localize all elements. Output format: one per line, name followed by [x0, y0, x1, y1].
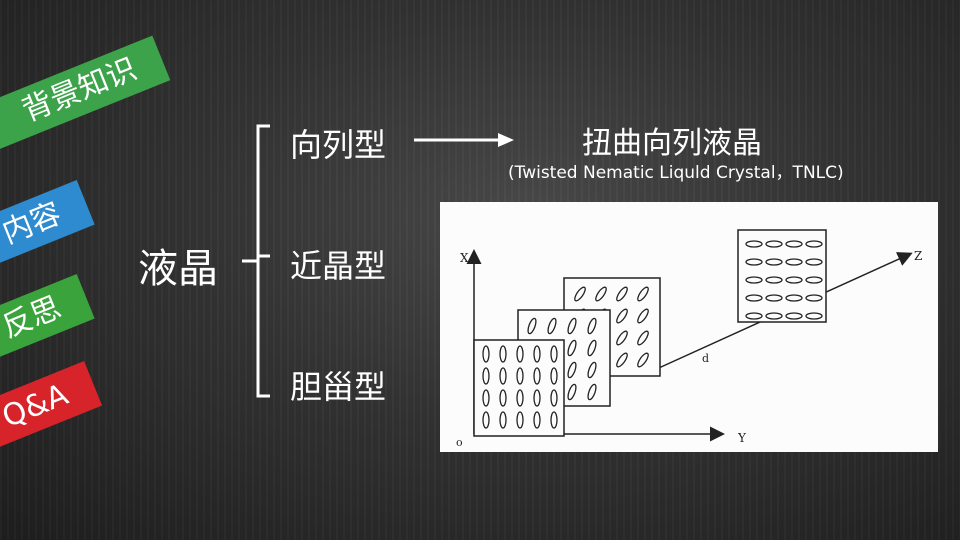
molecule-ellipse	[765, 312, 783, 320]
molecule-ellipse	[785, 294, 803, 302]
molecule-ellipse	[499, 367, 507, 385]
molecule-ellipse	[516, 367, 524, 385]
molecule-ellipse	[533, 345, 541, 363]
molecule-ellipse	[533, 367, 541, 385]
molecule-ellipse	[533, 389, 541, 407]
origin-label: o	[456, 436, 463, 449]
molecule-ellipse	[499, 389, 507, 407]
result-title: 扭曲向列液晶	[582, 126, 762, 161]
molecule-ellipse	[587, 361, 597, 379]
molecule-ellipse	[567, 383, 577, 401]
molecule-ellipse	[516, 411, 524, 429]
molecule-ellipse	[745, 276, 763, 284]
tn-structure-figure: X Y Z o d	[440, 202, 938, 452]
layer-1	[473, 339, 565, 437]
branch-smectic: 近晶型	[290, 247, 387, 285]
molecule-ellipse	[616, 330, 628, 346]
molecule-ellipse	[785, 240, 803, 248]
molecule-ellipse	[533, 411, 541, 429]
molecule-ellipse	[616, 352, 628, 368]
molecule-ellipse	[516, 345, 524, 363]
molecule-ellipse	[567, 317, 577, 335]
molecule-ellipse	[499, 411, 507, 429]
molecule-ellipse	[785, 258, 803, 266]
branch-nematic: 向列型	[290, 126, 387, 164]
molecule-ellipse	[805, 240, 823, 248]
arrow-right-icon	[414, 133, 514, 147]
distance-label: d	[702, 352, 709, 365]
molecule-ellipse	[637, 330, 649, 346]
molecule-ellipse	[499, 345, 507, 363]
bracket-connector	[242, 124, 270, 398]
molecule-ellipse	[765, 294, 783, 302]
molecule-ellipse	[765, 276, 783, 284]
molecule-ellipse	[587, 383, 597, 401]
molecule-ellipse	[805, 258, 823, 266]
result-english: (Twisted Nematic Liquld Crystal，TNLC)	[508, 163, 844, 183]
molecule-ellipse	[550, 411, 558, 429]
molecule-ellipse	[482, 345, 490, 363]
molecule-ellipse	[527, 317, 537, 335]
molecule-ellipse	[574, 286, 586, 302]
molecule-ellipse	[550, 367, 558, 385]
molecule-ellipse	[765, 240, 783, 248]
molecule-ellipse	[550, 389, 558, 407]
molecule-ellipse	[637, 286, 649, 302]
molecule-ellipse	[745, 258, 763, 266]
molecule-ellipse	[587, 339, 597, 357]
axis-x-label: X	[460, 251, 469, 265]
molecule-ellipse	[595, 286, 607, 302]
molecule-ellipse	[805, 276, 823, 284]
tn-structure-drawing: X Y Z o d	[456, 229, 922, 449]
molecule-ellipse	[616, 286, 628, 302]
molecule-ellipse	[547, 317, 557, 335]
molecule-ellipse	[745, 312, 763, 320]
molecule-ellipse	[587, 317, 597, 335]
axis-y-label: Y	[737, 431, 747, 445]
molecule-ellipse	[785, 276, 803, 284]
molecule-ellipse	[805, 312, 823, 320]
axis-z-label: Z	[914, 249, 922, 263]
molecule-ellipse	[516, 389, 524, 407]
branch-cholesteric: 胆甾型	[290, 368, 387, 406]
molecule-ellipse	[550, 345, 558, 363]
molecule-ellipse	[805, 294, 823, 302]
molecule-ellipse	[567, 361, 577, 379]
layer-top	[737, 229, 827, 323]
molecule-ellipse	[567, 339, 577, 357]
molecule-ellipse	[637, 352, 649, 368]
molecule-ellipse	[616, 308, 628, 324]
molecule-ellipse	[637, 308, 649, 324]
molecule-ellipse	[765, 258, 783, 266]
molecule-ellipse	[745, 294, 763, 302]
molecule-ellipse	[745, 240, 763, 248]
molecule-ellipse	[482, 389, 490, 407]
root-node-liquid-crystal: 液晶	[138, 246, 218, 292]
molecule-ellipse	[482, 411, 490, 429]
molecule-ellipse	[482, 367, 490, 385]
molecule-ellipse	[785, 312, 803, 320]
